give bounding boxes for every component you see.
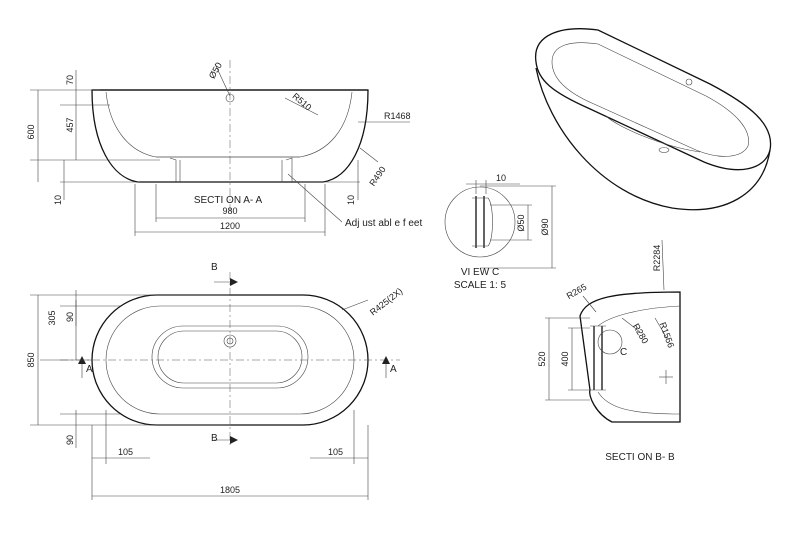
section-b-dim-520: 520 — [537, 351, 547, 366]
dim-base-left-10: 10 — [53, 195, 63, 205]
section-b-dim-r2284: R2284 — [652, 245, 662, 272]
section-mark-b-bottom: B — [211, 433, 218, 444]
plan-dim-305: 305 — [47, 310, 57, 325]
detail-c-label: C — [620, 347, 627, 358]
plan-dim-105-left: 105 — [118, 447, 133, 457]
section-mark-b-top: B — [211, 262, 218, 273]
dim-base-right-10: 10 — [346, 195, 356, 205]
section-mark-a-right: A — [390, 364, 397, 375]
tub-3d-rim-outer — [535, 28, 772, 171]
plan-dim-1805: 1805 — [220, 485, 240, 495]
tub-3d-rim-inner — [551, 42, 749, 157]
detail-c-circle — [597, 329, 623, 355]
plan-dim-90-bottom: 90 — [65, 435, 75, 445]
plan-dim-r425: R425(2X) — [368, 286, 405, 318]
dim-radius-1468: R1468 — [384, 111, 411, 121]
section-b-dim-r1556: R1556 — [658, 321, 676, 349]
view-c-dim-90: Ø90 — [540, 218, 550, 235]
section-b-inner-profile — [597, 305, 681, 415]
section-mark-a-left: A — [86, 364, 93, 375]
view-c-circle — [444, 186, 516, 258]
plan-view: B B A A 305 90 850 90 105 105 1805 R425( — [26, 262, 404, 500]
dim-radius-510: R510 — [290, 91, 313, 112]
section-a-a-title: SECTI ON A- A — [194, 195, 263, 206]
adjustable-foot-right — [281, 157, 293, 182]
view-c-dim-10: 10 — [496, 173, 506, 183]
view-c-scale: SCALE 1: 5 — [454, 280, 507, 291]
adjustable-foot-left — [169, 157, 181, 182]
isometric-view — [535, 28, 772, 211]
dim-base-width-1200: 1200 — [220, 221, 240, 231]
dim-feet-width-980: 980 — [222, 206, 237, 216]
dim-rim-70: 70 — [65, 75, 75, 85]
dim-total-height-600: 600 — [26, 124, 36, 139]
view-c-dim-50: Ø50 — [516, 214, 526, 231]
dim-radius-490: R490 — [367, 165, 388, 188]
view-c-detail: 10 Ø50 Ø90 VI EW C SCALE 1: 5 — [444, 173, 556, 291]
section-a-a-view: 70 600 457 10 10 Ø50 R510 R1468 R490 SEC… — [26, 60, 422, 236]
plan-dim-850: 850 — [26, 352, 36, 367]
adjustable-feet-note: Adj ust abl e f eet — [345, 218, 422, 229]
view-c-title: VI EW C — [461, 267, 499, 278]
plan-dim-105-right: 105 — [328, 447, 343, 457]
tub-3d-drain — [685, 78, 693, 86]
section-b-b-title: SECTI ON B- B — [605, 452, 675, 463]
section-b-outer-profile — [579, 291, 681, 423]
section-b-b-view: C R2284 R265 R280 R1556 520 400 SECTI ON… — [537, 239, 681, 463]
section-b-dim-400: 400 — [560, 351, 570, 366]
plan-dim-90-top: 90 — [65, 312, 75, 322]
dim-depth-457: 457 — [65, 117, 75, 132]
section-b-dim-r280: R280 — [631, 322, 650, 346]
tub-3d-body — [535, 67, 771, 211]
